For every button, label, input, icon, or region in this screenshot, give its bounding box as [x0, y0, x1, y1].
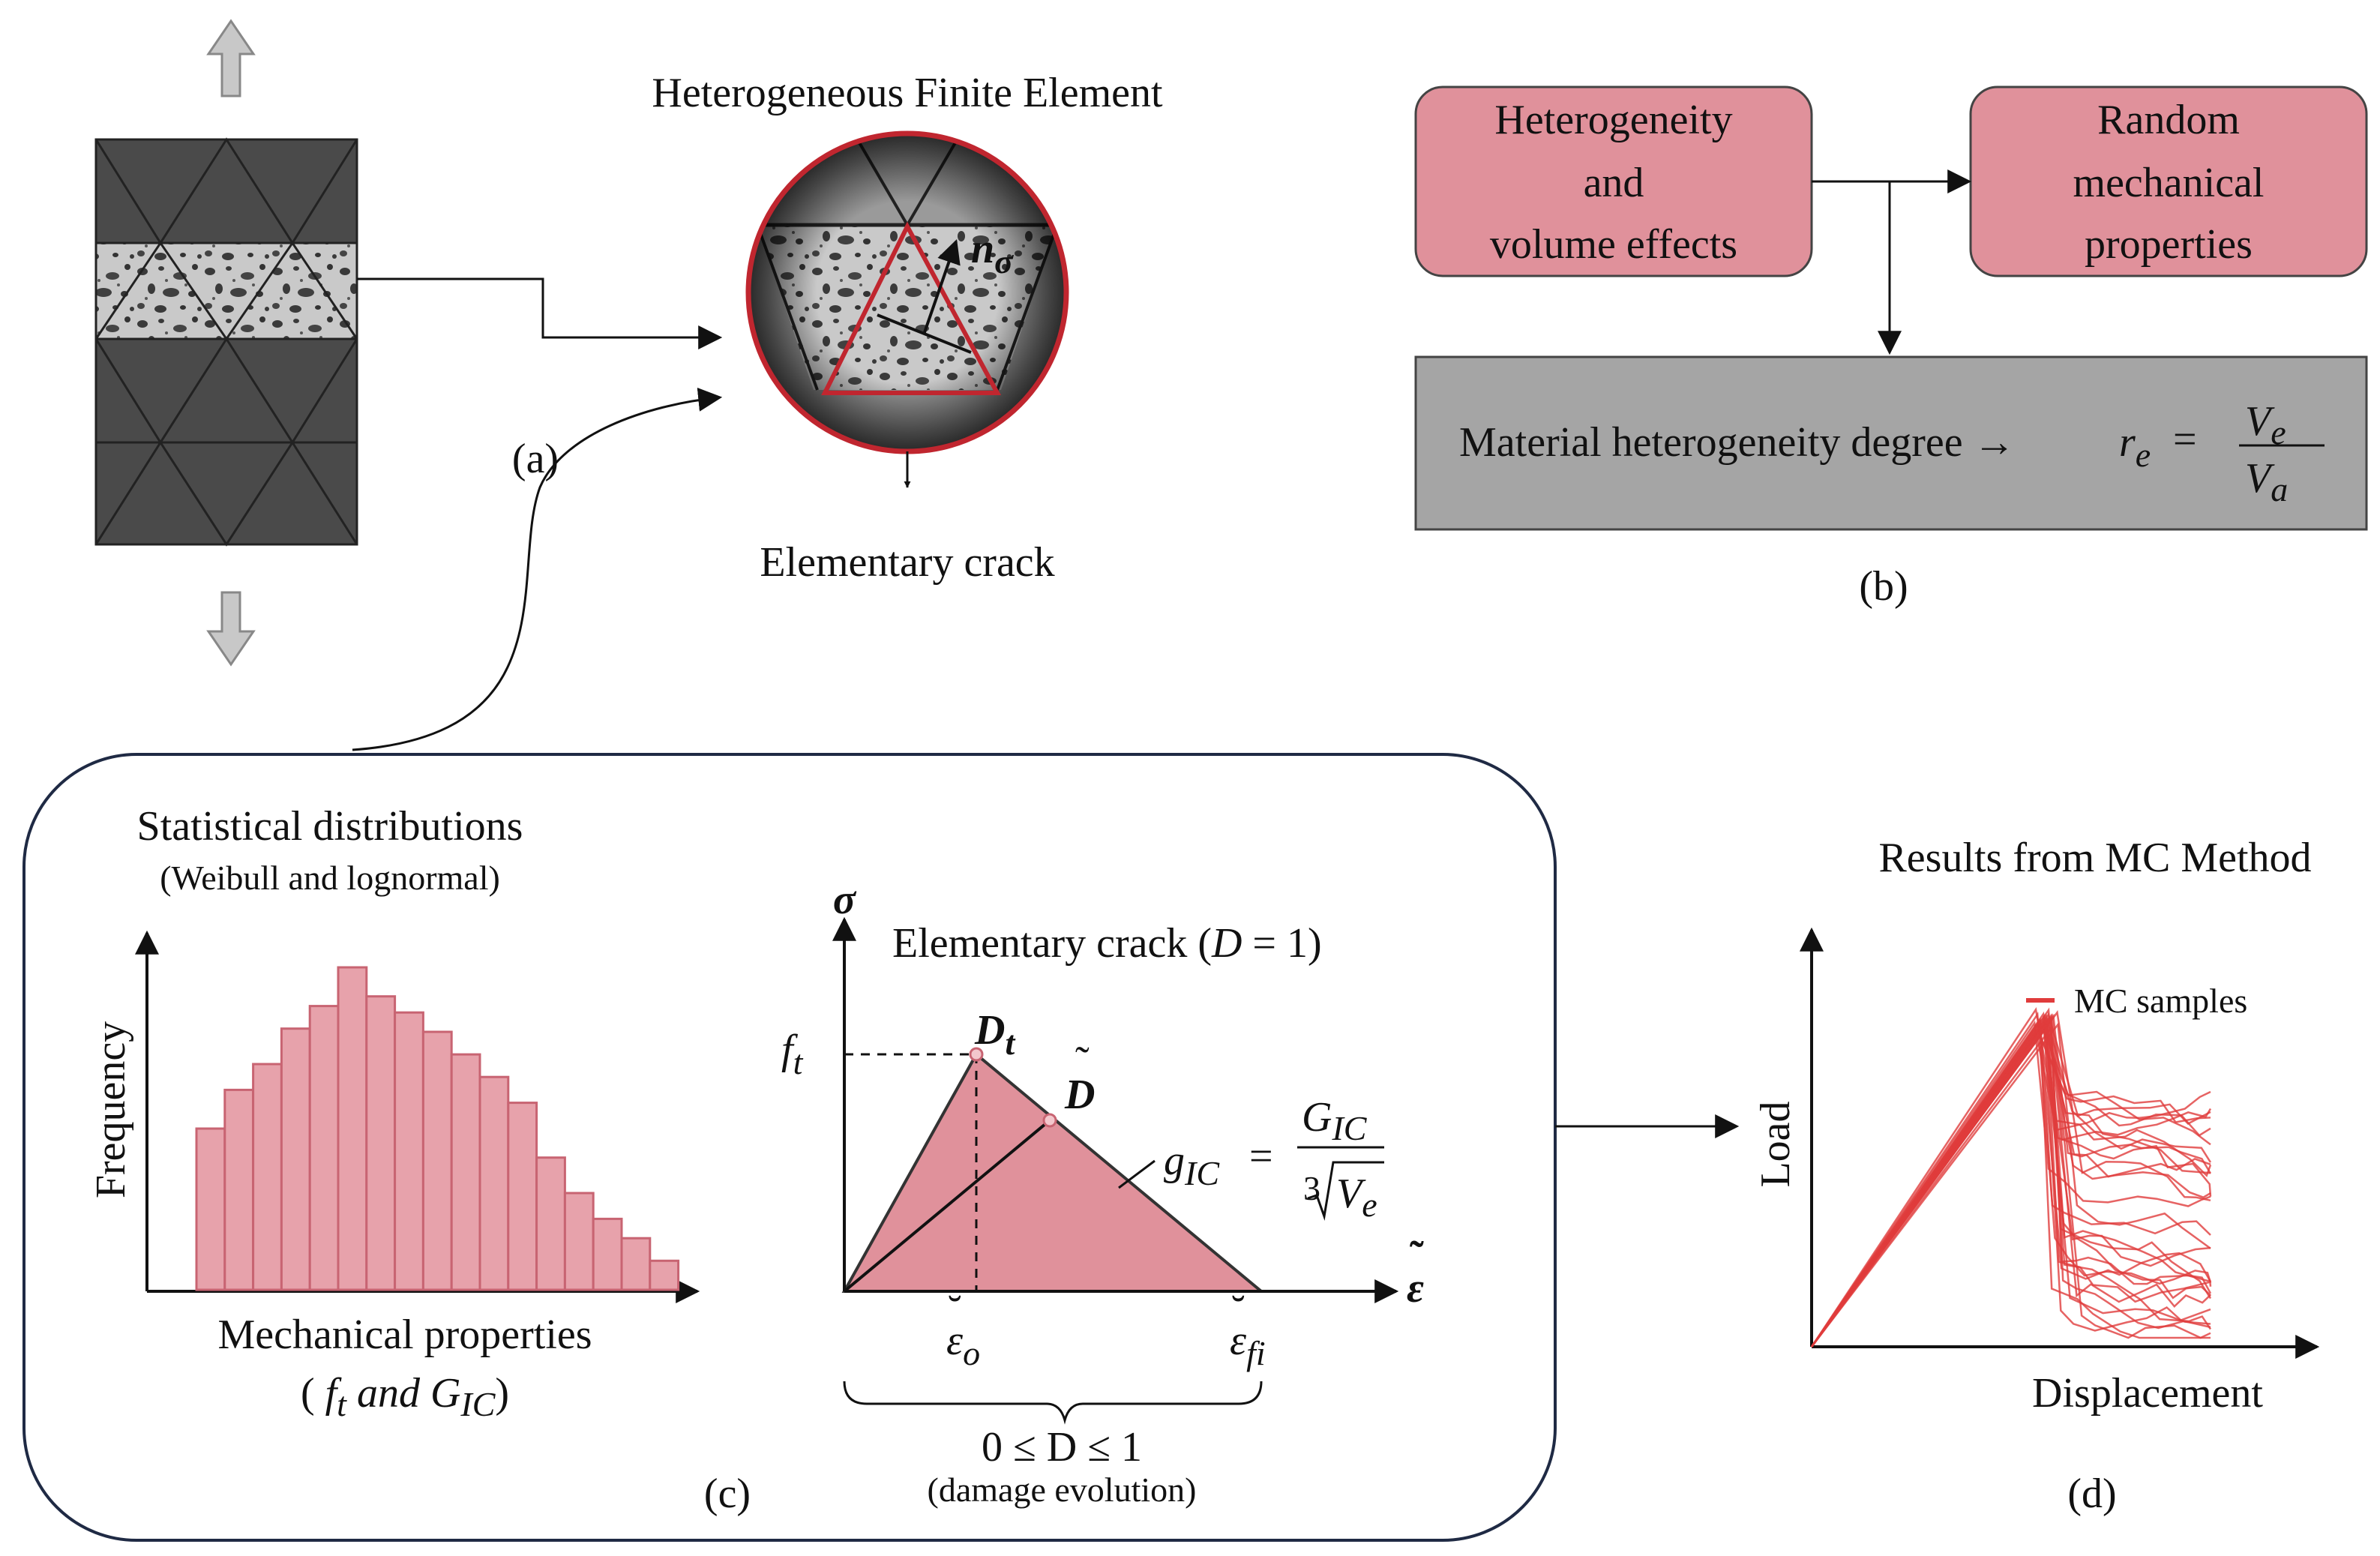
- histogram-bar: [195, 1127, 226, 1291]
- mc-sample-curve: [1810, 1030, 2211, 1348]
- histogram-bar: [450, 1053, 481, 1291]
- histogram-bar: [563, 1192, 595, 1291]
- eps0-label: εo: [946, 1318, 980, 1372]
- damage-evolution-text: (damage evolution): [928, 1471, 1197, 1509]
- mc-sample-curve: [1810, 1013, 2212, 1348]
- histogram-xlabel2: ( ft and GIC): [301, 1370, 509, 1423]
- box1-line2: and: [1584, 160, 1644, 206]
- arrow-down-icon: [206, 591, 256, 667]
- load-axis-label: Load: [1752, 1101, 1799, 1187]
- histogram: [135, 930, 700, 1303]
- arrow-up-icon: [206, 19, 256, 97]
- strain-axis-label: ε: [1407, 1265, 1424, 1312]
- fraction-numerator: Ve: [2245, 398, 2286, 451]
- g-ic-label: gIC: [1164, 1138, 1220, 1192]
- mc-sample-curve: [1810, 1027, 2211, 1348]
- unloading-line: [843, 1119, 1051, 1293]
- g-denominator: Ve: [1336, 1171, 1377, 1224]
- g-root-sign: [1307, 1161, 1384, 1221]
- ft-label: ft: [781, 1027, 804, 1081]
- sigma-axis-label: σ: [833, 877, 857, 923]
- arrow-right-icon: [357, 277, 723, 349]
- panel-c: Statistical distributions (Weibull and l…: [22, 753, 1557, 1542]
- mc-sample-curve: [1810, 1018, 2211, 1348]
- elementary-crack-title: Elementary crack (D = 1): [892, 920, 1322, 967]
- panel-a-title: Heterogeneous Finite Element: [652, 70, 1163, 116]
- panel-d: Results from MC Method MC samples Load D…: [1752, 835, 2320, 1517]
- histogram-bar: [620, 1237, 652, 1291]
- fraction-denominator: Va: [2245, 455, 2288, 508]
- histogram-xlabel: Mechanical properties: [217, 1312, 592, 1358]
- panel-b-caption: (b): [1859, 563, 1908, 610]
- epsf-tilde: ˘: [1231, 1288, 1245, 1334]
- mc-sample-curve: [1810, 1020, 2211, 1348]
- histogram-bar: [365, 995, 397, 1291]
- histogram-bar: [592, 1217, 623, 1291]
- heterogeneity-degree-box: [1414, 355, 2368, 531]
- histogram-bar: [478, 1075, 510, 1291]
- equals-sign: =: [2173, 416, 2197, 463]
- distribution-subtitle: (Weibull and lognormal): [160, 859, 500, 897]
- mc-sample-curve: [1810, 1022, 2211, 1348]
- panel-c-frame: [22, 753, 1557, 1542]
- dtilde-label: D: [1064, 1072, 1095, 1118]
- point-dtilde: [1042, 1113, 1057, 1128]
- link-curve: [352, 387, 723, 751]
- histogram-bar: [223, 1088, 255, 1291]
- histogram-bar: [507, 1102, 538, 1291]
- histogram-bar: [421, 1030, 453, 1291]
- box2-line1: Random: [2097, 97, 2240, 143]
- stress-strain-diagram: [832, 916, 1399, 1425]
- histogram-bar: [337, 966, 368, 1291]
- g-label-leader: [1118, 1159, 1156, 1189]
- histogram-bar: [308, 1005, 340, 1291]
- g-numerator: GIC: [1302, 1094, 1368, 1147]
- mc-curves: [1810, 1007, 2212, 1348]
- histogram-ylabel: Frequency: [88, 1021, 134, 1198]
- elementary-crack-label: Elementary crack: [760, 539, 1054, 586]
- box2-line3: properties: [2085, 221, 2253, 268]
- histogram-bar: [280, 1027, 311, 1291]
- mc-sample-curve: [1810, 1029, 2211, 1348]
- histogram-bar: [535, 1156, 566, 1291]
- histogram-bar: [394, 1011, 424, 1291]
- mc-sample-curve: [1810, 1017, 2212, 1348]
- mc-sample-curve: [1810, 1010, 2211, 1348]
- mc-sample-curve: [1811, 1025, 2211, 1348]
- eps0-tilde: ˘: [948, 1288, 962, 1334]
- heterogeneity-degree-text: Material heterogeneity degree →: [1459, 419, 2016, 466]
- point-dt: [969, 1047, 984, 1062]
- mc-legend-label: MC samples: [2074, 982, 2247, 1020]
- box2-line2: mechanical: [2073, 160, 2265, 206]
- distribution-title: Statistical distributions: [137, 803, 523, 850]
- r-e-symbol: re: [2119, 419, 2151, 474]
- g-equals: =: [1249, 1133, 1273, 1180]
- panel-b: Heterogeneity and volume effects Random …: [1414, 85, 2368, 610]
- damage-range: 0 ≤ D ≤ 1: [982, 1424, 1142, 1471]
- mc-sample-curve: [1810, 1028, 2211, 1348]
- finite-element-mesh: [94, 137, 358, 547]
- mc-sample-curve: [1810, 1018, 2211, 1348]
- epsf-label: εfi: [1230, 1318, 1266, 1372]
- dt-label: Dt: [974, 1007, 1015, 1062]
- panel-d-caption: (d): [2067, 1471, 2116, 1517]
- normal-vector-label: nσ: [971, 226, 1014, 280]
- histogram-bar: [252, 1063, 283, 1291]
- panel-a-caption: (a): [512, 436, 559, 482]
- histogram-bar: [649, 1259, 680, 1291]
- displacement-axis-label: Displacement: [2032, 1370, 2263, 1417]
- damage-brace: [843, 1381, 1263, 1425]
- heterogeneous-element-circle: [745, 130, 1069, 488]
- mc-results-title: Results from MC Method: [1878, 835, 2311, 881]
- dtilde-tilde: ˜: [1075, 1039, 1090, 1085]
- mc-sample-curve: [1810, 1013, 2211, 1348]
- panel-c-caption: (c): [704, 1471, 751, 1517]
- strain-axis-tilde: ˜: [1410, 1234, 1424, 1280]
- mc-sample-curve: [1810, 1018, 2211, 1348]
- mc-sample-curve: [1810, 1015, 2212, 1348]
- box1-line3: volume effects: [1490, 221, 1737, 268]
- box1-line1: Heterogeneity: [1494, 97, 1732, 143]
- panel-a: Heterogeneous Finite Element nσ Elementa…: [94, 19, 1163, 751]
